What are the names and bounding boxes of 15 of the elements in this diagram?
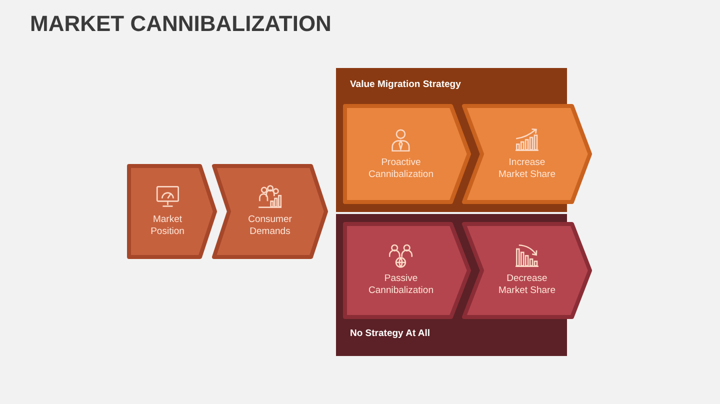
title: MARKET CANNIBALIZATION xyxy=(30,11,332,37)
step-label: Decrease Market Share xyxy=(498,273,556,297)
chevron-step xyxy=(343,104,471,204)
step-label: Passive Cannibalization xyxy=(368,273,434,297)
chevron-step xyxy=(462,104,592,204)
group-heading: No Strategy At All xyxy=(350,328,430,340)
chevron-step xyxy=(462,222,592,319)
chevron-step xyxy=(212,164,328,259)
step-label: Market Position xyxy=(150,214,185,238)
chevron-step xyxy=(343,222,471,319)
step-label: Proactive Cannibalization xyxy=(368,157,434,181)
step-label: Increase Market Share xyxy=(498,157,556,181)
step-label: Consumer Demands xyxy=(248,214,292,238)
chevron-step xyxy=(127,164,217,259)
group-heading: Value Migration Strategy xyxy=(350,79,461,91)
